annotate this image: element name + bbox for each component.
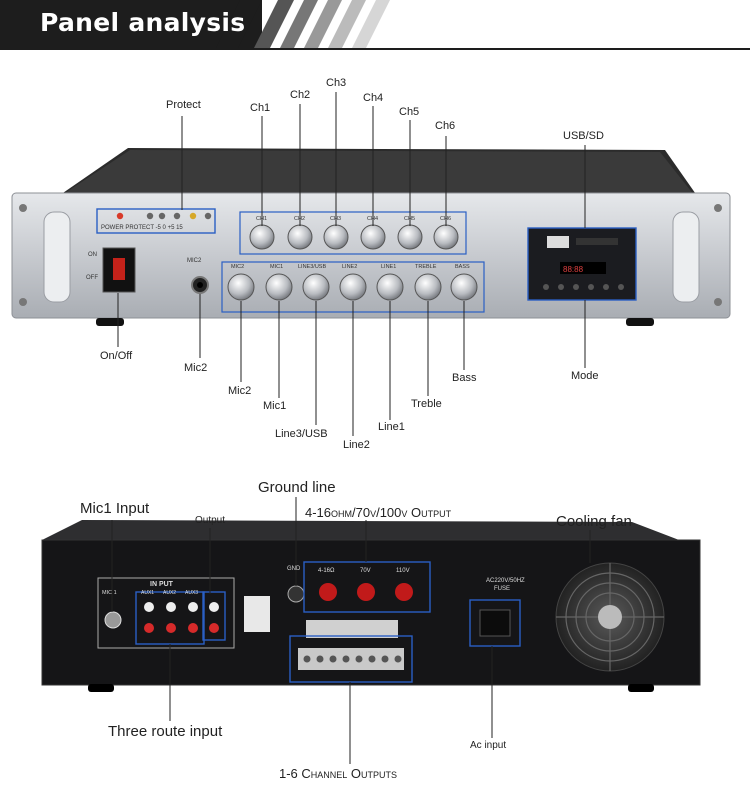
terminal-strip: [298, 648, 404, 670]
label-output: Output: [195, 515, 226, 526]
label-mic1-input: Mic1 Input: [80, 500, 150, 517]
svg-text:110V: 110V: [396, 568, 410, 574]
svg-text:FUSE: FUSE: [494, 586, 510, 592]
ground-terminal: [287, 585, 305, 603]
ac-input-box: [469, 599, 521, 647]
left-handle: [43, 211, 71, 303]
svg-text:AUX2: AUX2: [163, 590, 176, 596]
label-protect: Protect: [166, 99, 201, 111]
label-ch6: Ch6: [435, 120, 456, 132]
label-ch3: Ch3: [326, 77, 347, 89]
label-line2: Line2: [343, 439, 370, 451]
speaker-terminals: [319, 583, 413, 601]
label-mode: Mode: [571, 370, 599, 382]
page-title: Panel analysis: [40, 8, 246, 37]
label-ground-line: Ground line: [258, 479, 336, 496]
channel-output-box: [289, 635, 413, 683]
svg-text:ON: ON: [88, 252, 97, 258]
svg-text:AUX3: AUX3: [185, 590, 198, 596]
label-treble: Treble: [411, 398, 442, 410]
svg-text:LINE1: LINE1: [381, 264, 396, 270]
header-underline: [0, 48, 750, 50]
svg-text:BASS: BASS: [455, 264, 470, 270]
label-ac-input: Ac input: [470, 740, 507, 751]
output-rca-box: [202, 591, 226, 641]
label-ch4: Ch4: [363, 92, 384, 104]
label-cooling-fan: Cooling fan: [556, 513, 632, 530]
channel-knob-box: [239, 211, 467, 255]
label-on-off: On/Off: [100, 350, 133, 362]
label-line1: Line1: [378, 421, 405, 433]
header: Panel analysis: [0, 0, 750, 52]
header-bar: [0, 0, 262, 48]
svg-text:POWER PROTECT -5 0 +5 15: POWER PROTECT -5 0 +5 15: [101, 225, 183, 231]
warning-sticker: [244, 596, 270, 632]
label-ch1: Ch1: [250, 102, 271, 114]
svg-text:70V: 70V: [360, 568, 371, 574]
label-mic2: Mic2: [228, 385, 252, 397]
svg-text:AUX1: AUX1: [141, 590, 154, 596]
svg-text:IN PUT: IN PUT: [150, 581, 174, 588]
right-handle: [672, 211, 700, 303]
label-three-route-input: Three route input: [108, 723, 223, 740]
label-bass: Bass: [452, 372, 477, 384]
terminal-label-plate: [306, 620, 398, 638]
svg-text:4-16Ω: 4-16Ω: [318, 568, 335, 574]
protect-led-box: [96, 208, 216, 234]
svg-text:TREBLE: TREBLE: [415, 264, 437, 270]
label-ch5: Ch5: [399, 106, 420, 118]
label-speaker-output: 4-16ohm/70v/100v Output: [305, 505, 452, 520]
channel-knobs: [249, 224, 459, 250]
ac-socket: [479, 609, 511, 637]
input-knobs: [227, 273, 478, 301]
svg-text:MIC2: MIC2: [187, 258, 202, 264]
label-channel-outputs: 1-6 Channel Outputs: [279, 766, 398, 781]
svg-text:88:88: 88:88: [563, 265, 584, 274]
label-mic1: Mic1: [263, 400, 287, 412]
label-line3-usb: Line3/USB: [275, 428, 328, 440]
svg-text:MIC2: MIC2: [231, 264, 244, 270]
speaker-output-box: [303, 561, 431, 613]
label-ch2: Ch2: [290, 89, 311, 101]
mic1-input-jack: [104, 611, 122, 629]
header-stripes: [216, 0, 390, 48]
svg-text:LINE3/USB: LINE3/USB: [298, 264, 326, 270]
svg-text:MIC 1: MIC 1: [102, 590, 117, 596]
svg-text:AC220V/50HZ: AC220V/50HZ: [486, 578, 525, 584]
svg-text:MIC1: MIC1: [270, 264, 283, 270]
rca-inputs: [144, 602, 198, 633]
label-usb-sd: USB/SD: [563, 130, 604, 142]
svg-text:GND: GND: [287, 566, 301, 572]
label-mic2-jack: Mic2: [184, 362, 208, 374]
svg-text:OFF: OFF: [86, 275, 98, 281]
svg-text:LINE2: LINE2: [342, 264, 357, 270]
input-section: [97, 577, 235, 649]
